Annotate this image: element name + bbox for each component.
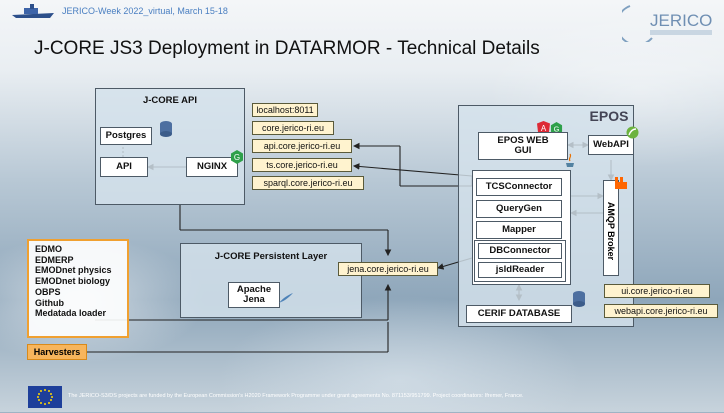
module-querygen: QueryGen [476, 200, 562, 218]
module-dbconnector: DBConnector [478, 243, 562, 259]
endpoint-core: core.jerico-ri.eu [252, 121, 334, 135]
page-title: J-CORE JS3 Deployment in DATARMOR - Tech… [34, 38, 540, 59]
nginx-icon: G [231, 150, 243, 164]
jcore-api-label: J-CORE API [142, 95, 198, 106]
epos-logo-text: EPOS [590, 108, 629, 124]
persistent-layer-label: J-CORE Persistent Layer [214, 251, 328, 262]
endpoint-webapi: webapi.core.jerico-ri.eu [604, 304, 718, 318]
source-item: OBPS [35, 286, 61, 297]
svg-text:A: A [541, 124, 547, 133]
apache-jena-box: Apache Jena [228, 282, 280, 308]
eu-flag [28, 386, 62, 408]
event-caption: JERICO-Week 2022_virtual, March 15-18 [62, 6, 228, 16]
module-mapper: Mapper [476, 221, 562, 239]
apache-jena-label: Apache Jena [236, 284, 272, 305]
svg-text:G: G [554, 124, 560, 133]
epos-web-gui-label: EPOS WEB GUI [497, 135, 549, 156]
db-group [474, 240, 566, 282]
funding-notice: The JERICO-S3/DS projects are funded by … [68, 393, 524, 399]
source-item: EMODnet physics [35, 265, 112, 276]
angular-icon: A [537, 121, 550, 135]
cerif-database-box: CERIF DATABASE [466, 305, 572, 323]
jena-feather-icon [279, 293, 293, 303]
endpoint-localhost: localhost:8011 [252, 103, 318, 117]
rabbitmq-icon [615, 177, 627, 189]
api-box: API [100, 157, 148, 177]
postgres-box: Postgres [100, 127, 152, 145]
ship-icon [12, 4, 54, 18]
epos-logo: EPOS [590, 108, 629, 124]
database-icon-epos [573, 291, 585, 307]
endpoint-sparql: sparql.core.jerico-ri.eu [252, 176, 364, 190]
epos-web-gui-box: EPOS WEB GUI [478, 132, 568, 160]
sources-list: EDMO EDMERP EMODnet physics EMODnet biol… [27, 239, 129, 338]
webapi-box: WebAPI [588, 135, 634, 155]
top-bar: JERICO-Week 2022_virtual, March 15-18 [0, 0, 724, 22]
nginx-icon-epos: G [550, 122, 563, 135]
harvesters-box: Harvesters [27, 344, 87, 360]
database-icon [160, 121, 172, 137]
amqp-broker-label: AMQP Broker [606, 201, 617, 261]
nginx-box: NGINX [186, 157, 238, 177]
amqp-broker-box [603, 180, 619, 276]
endpoint-api: api.core.jerico-ri.eu [252, 139, 352, 153]
svg-text:G: G [234, 153, 240, 162]
source-item: EMODnet biology [35, 276, 110, 287]
logo-text: JERICO [650, 11, 712, 30]
source-item: Github [35, 297, 64, 308]
endpoint-ui: ui.core.jerico-ri.eu [604, 284, 710, 298]
spring-icon [626, 126, 639, 139]
java-icon [566, 153, 574, 167]
source-item: EDMERP [35, 254, 74, 265]
eu-stars-icon [37, 389, 53, 405]
amqp-broker-label-wrap: AMQP Broker [604, 196, 618, 266]
source-item: Medatada loader [35, 308, 107, 319]
jcore-api-panel [95, 88, 245, 205]
endpoint-ts: ts.core.jerico-ri.eu [252, 158, 352, 172]
source-item: EDMO [35, 244, 62, 254]
module-jsldreader: jsldReader [478, 262, 562, 278]
module-tcsconnector: TCSConnector [476, 178, 562, 196]
endpoint-jena: jena.core.jerico-ri.eu [338, 262, 438, 276]
